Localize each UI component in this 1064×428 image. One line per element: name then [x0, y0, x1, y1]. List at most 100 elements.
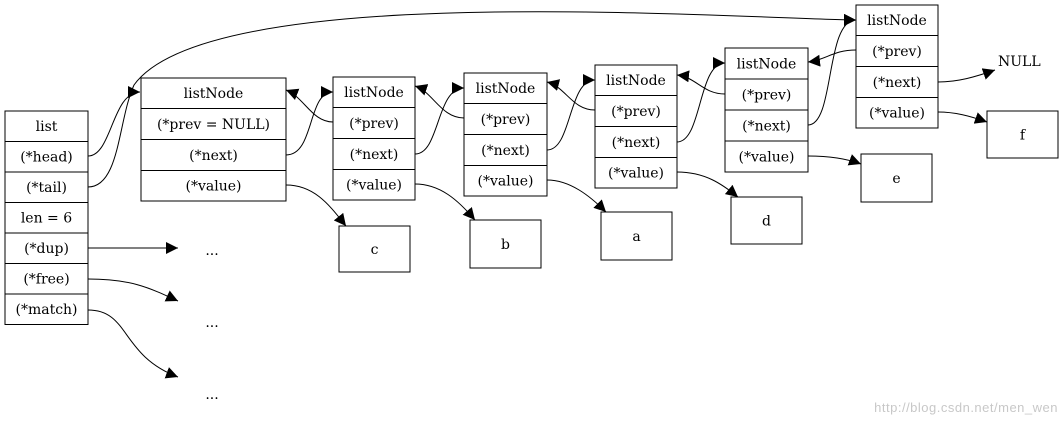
edge-free	[87, 278, 179, 302]
edge-value-3-a	[546, 179, 607, 213]
node-5-value-cell	[724, 140, 809, 173]
node-2-next-cell	[332, 138, 416, 170]
value-b-label: b	[501, 237, 510, 253]
list-field-head-cell	[4, 141, 89, 173]
edge-match	[87, 309, 179, 379]
watermark-url: http://blog.csdn.net/men_wen	[874, 400, 1058, 415]
node-6-value: (*value)	[869, 106, 925, 122]
node-3-value-cell	[463, 165, 548, 197]
edge-next-3-4	[546, 74, 596, 151]
list-field-head: (*head)	[20, 150, 73, 166]
node-2-title-cell	[332, 76, 416, 108]
list-field-match: (*match)	[15, 302, 77, 318]
value-d-label: d	[762, 214, 771, 230]
edge-next-2-3	[414, 82, 465, 155]
node-3-next-cell	[463, 134, 548, 166]
dup-ellipsis: ...	[205, 243, 218, 259]
value-box-d	[730, 196, 803, 245]
edge-head-to-first-node	[87, 86, 141, 157]
free-ellipsis: ...	[205, 315, 218, 331]
list-title: list	[36, 119, 58, 135]
node-4-value: (*value)	[608, 166, 664, 182]
edge-prev-2-1	[285, 88, 334, 123]
list-field-free-cell	[4, 263, 89, 295]
edge-prev-6-5	[807, 49, 857, 67]
node-6-next: (*next)	[873, 75, 922, 91]
node-3-next: (*next)	[481, 143, 530, 159]
node-2-value-cell	[332, 169, 416, 201]
node-3-prev-cell	[463, 103, 548, 135]
value-e-label: e	[892, 171, 900, 187]
edge-value-1-c	[285, 184, 347, 227]
node-6-prev: (*prev)	[872, 44, 922, 60]
node-4-value-cell	[594, 157, 678, 189]
list-node-5: listNode (*prev) (*next) (*value)	[724, 47, 809, 173]
node-1-next: (*next)	[189, 148, 238, 164]
value-a-label: a	[632, 229, 640, 245]
node-4-next-cell	[594, 126, 678, 158]
list-field-dup: (*dup)	[24, 241, 69, 257]
edge-next-1-2	[285, 86, 334, 156]
list-field-len-cell	[4, 202, 89, 234]
edge-prev-3-2	[414, 84, 465, 119]
edge-value-6-f	[937, 111, 988, 124]
node-2-title: listNode	[344, 85, 404, 101]
node-4-prev-cell	[594, 95, 678, 127]
node-1-title-cell	[140, 77, 287, 109]
value-box-b	[469, 219, 542, 269]
list-node-4: listNode (*prev) (*next) (*value)	[594, 64, 678, 189]
node-3-value: (*value)	[478, 174, 534, 190]
list-header-cell	[4, 110, 89, 142]
node-4-prev: (*prev)	[611, 104, 661, 120]
node-6-title: listNode	[867, 13, 927, 29]
edge-next-4-5	[676, 57, 726, 143]
edges	[87, 11, 996, 379]
node-4-title-cell	[594, 64, 678, 96]
node-5-title: listNode	[737, 57, 797, 73]
value-box-a	[600, 211, 673, 261]
value-box-e	[860, 153, 933, 203]
node-2-value: (*value)	[346, 178, 402, 194]
list-node-1: listNode (*prev = NULL) (*next) (*value)	[140, 77, 287, 202]
list-field-match-cell	[4, 293, 89, 325]
node-2-prev: (*prev)	[349, 116, 399, 132]
list-node-3: listNode (*prev) (*next) (*value)	[463, 72, 548, 197]
edge-value-5-e	[807, 154, 862, 166]
node-1-value-cell	[140, 170, 287, 202]
node-6-value-cell	[855, 97, 939, 129]
value-box-c	[338, 225, 411, 273]
value-box-f	[986, 110, 1059, 159]
node-6-title-cell	[855, 4, 939, 36]
node-1-title: listNode	[184, 86, 244, 102]
edge-prev-4-3	[546, 79, 596, 111]
node-1-prev: (*prev = NULL)	[157, 117, 270, 133]
edge-tail-to-last-node	[87, 11, 857, 188]
value-boxes: c b a d e f	[338, 110, 1059, 273]
node-6-prev-cell	[855, 35, 939, 67]
edge-next-6-null	[937, 68, 996, 83]
edge-prev-5-4	[676, 70, 726, 95]
list-node-6: listNode (*prev) (*next) (*value)	[855, 4, 939, 129]
node-1-next-cell	[140, 139, 287, 171]
list-field-tail: (*tail)	[26, 180, 67, 196]
edge-value-2-b	[414, 183, 476, 221]
value-c-label: c	[371, 242, 379, 258]
edge-next-5-6	[807, 14, 857, 126]
list-field-len: len = 6	[21, 211, 72, 227]
edge-value-4-d	[676, 171, 739, 198]
list-struct: list (*head) (*tail) len = 6 (*dup) (*fr…	[4, 110, 89, 325]
list-node-2: listNode (*prev) (*next) (*value)	[332, 76, 416, 201]
value-f-label: f	[1020, 128, 1027, 144]
node-3-title: listNode	[476, 81, 536, 97]
list-field-free: (*free)	[23, 272, 69, 288]
node-1-value: (*value)	[186, 179, 242, 195]
node-5-prev: (*prev)	[742, 88, 792, 104]
node-2-next: (*next)	[350, 147, 399, 163]
node-3-prev: (*prev)	[481, 112, 531, 128]
node-4-title: listNode	[606, 73, 666, 89]
null-label: NULL	[998, 54, 1041, 70]
node-4-next: (*next)	[612, 135, 661, 151]
match-ellipsis: ...	[205, 387, 218, 403]
